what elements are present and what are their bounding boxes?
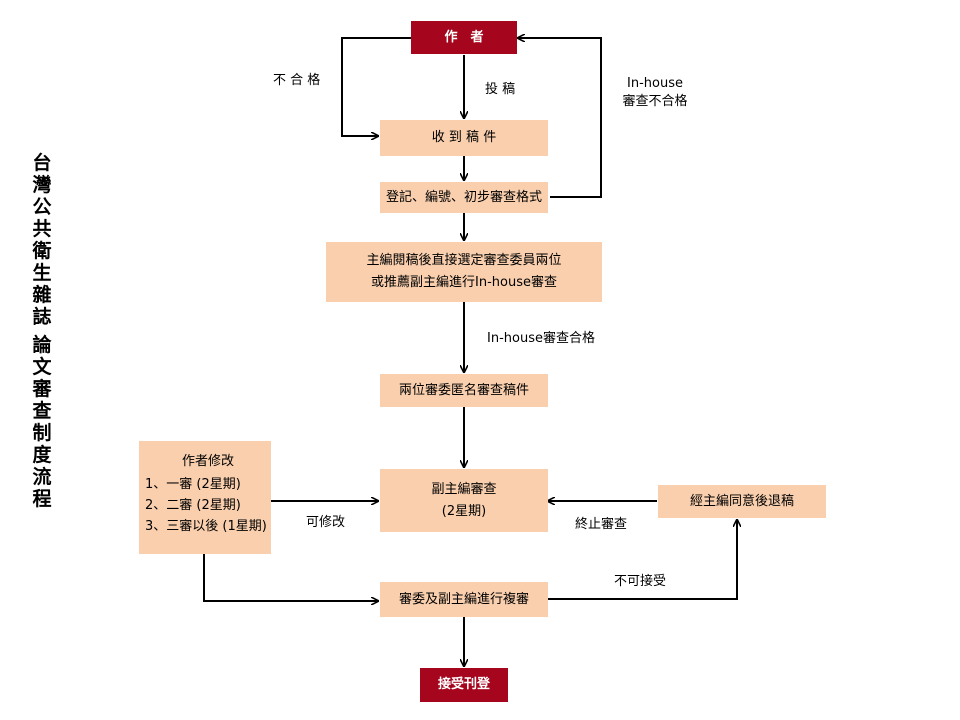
title-line-2: 論文審查制度流程 bbox=[32, 334, 52, 510]
node-chief-line-1: 主編閱稿後直接選定審查委員兩位 bbox=[366, 253, 562, 268]
node-deputy-review: 副主編審查 (2星期) bbox=[380, 469, 548, 532]
node-rereview-label: 審委及副主編進行複審 bbox=[398, 591, 529, 607]
label-inhouse-fail-line-2: 審查不合格 bbox=[622, 94, 688, 109]
label-inhouse-pass: In-house審查合格 bbox=[487, 331, 595, 346]
node-register: 登記、編號、初步審查格式 bbox=[380, 182, 548, 213]
node-rereview: 審委及副主編進行複審 bbox=[380, 582, 548, 617]
node-deputy-line-2: (2星期) bbox=[441, 503, 487, 519]
label-not-acceptable: 不可接受 bbox=[614, 574, 667, 589]
node-author-revise: 作者修改 1、一審 (2星期) 2、二審 (2星期) 3、三審以後 (1星期) bbox=[139, 441, 271, 554]
label-can-revise: 可修改 bbox=[306, 515, 346, 530]
node-reject-label: 經主編同意後退稿 bbox=[689, 493, 794, 509]
node-revise-item-2: 2、二審 (2星期) bbox=[145, 498, 241, 513]
label-inhouse-fail-line-1: In-house bbox=[627, 76, 683, 91]
arrow-unqualified-loop bbox=[341, 37, 411, 136]
node-accept-label: 接受刊登 bbox=[437, 677, 490, 692]
node-anonymous-review: 兩位審委匿名審查稿件 bbox=[380, 374, 548, 407]
label-inhouse-fail: In-house 審查不合格 bbox=[612, 75, 698, 111]
arrow-inhouse-fail-loop bbox=[518, 38, 602, 198]
label-unqualified: 不 合 格 bbox=[273, 73, 321, 88]
diagram-title: 台灣公共衛生雜誌 論文審查制度流程 bbox=[26, 152, 58, 510]
title-line-1: 台灣公共衛生雜誌 bbox=[32, 152, 52, 328]
node-received: 收 到 稿 件 bbox=[380, 120, 548, 156]
node-author: 作 者 bbox=[411, 21, 517, 54]
node-revise-title: 作者修改 bbox=[181, 454, 234, 469]
label-submit: 投 稿 bbox=[485, 82, 516, 97]
node-anonymous-label: 兩位審委匿名審查稿件 bbox=[398, 382, 529, 398]
node-author-label: 作 者 bbox=[444, 29, 484, 45]
label-terminate: 終止審查 bbox=[575, 517, 628, 532]
node-accept: 接受刊登 bbox=[420, 668, 508, 702]
node-deputy-line-1: 副主編審查 bbox=[431, 481, 497, 497]
arrow-revise-rereview bbox=[203, 554, 378, 601]
node-chief-line-2: 或推薦副主編進行In-house審查 bbox=[371, 275, 557, 290]
arrow-not-acceptable bbox=[548, 520, 737, 600]
node-register-label: 登記、編號、初步審查格式 bbox=[385, 189, 542, 205]
node-revise-item-3: 3、三審以後 (1星期) bbox=[145, 519, 267, 534]
node-revise-item-1: 1、一審 (2星期) bbox=[145, 477, 241, 492]
node-chief-editor: 主編閱稿後直接選定審查委員兩位 或推薦副主編進行In-house審查 bbox=[326, 242, 602, 302]
node-reject: 經主編同意後退稿 bbox=[658, 485, 826, 518]
node-received-label: 收 到 稿 件 bbox=[431, 130, 497, 145]
